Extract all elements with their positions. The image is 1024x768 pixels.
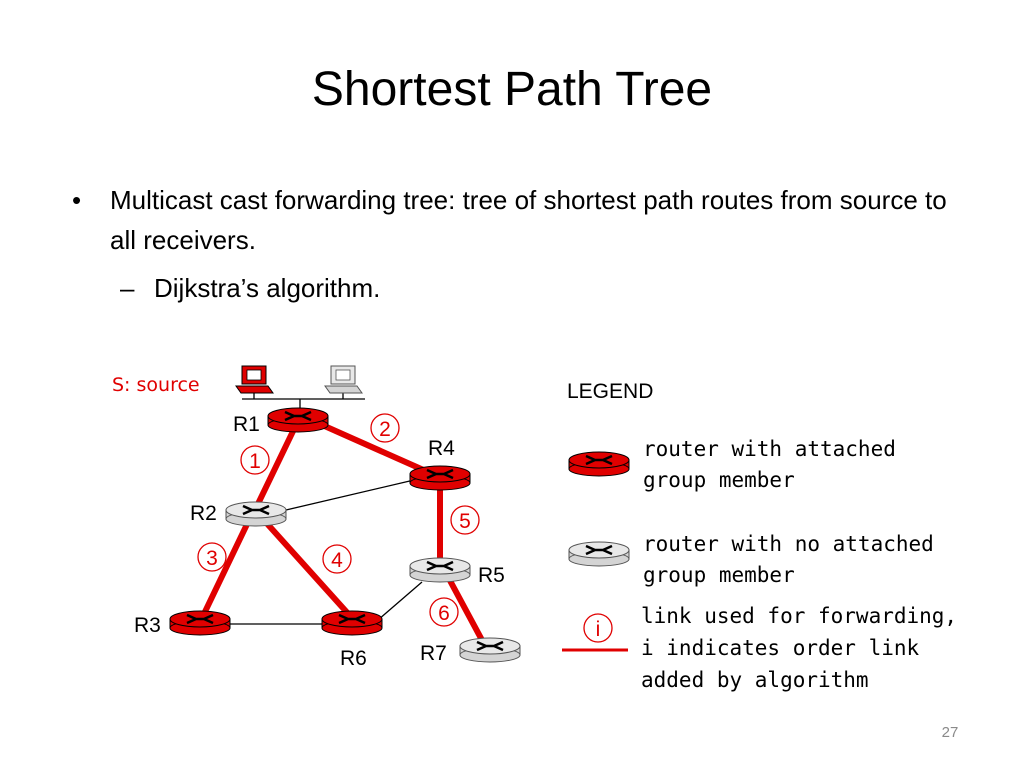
order-badge: 3 — [197, 542, 227, 572]
router-r7 — [458, 636, 522, 664]
order-number: 6 — [438, 602, 450, 625]
router-label-r6: R6 — [340, 647, 367, 670]
legend-text: router with no attached — [643, 532, 934, 556]
bullet-item: • Multicast cast forwarding tree: tree o… — [72, 180, 972, 260]
router-r6 — [320, 609, 384, 637]
forwarding-link-r2-r3 — [199, 516, 253, 620]
order-number: 4 — [331, 549, 343, 572]
legend-link-badge: i — [583, 613, 613, 643]
router-label-r2: R2 — [190, 502, 217, 525]
legend-router-member-icon — [567, 450, 631, 478]
link-r2-r4 — [285, 479, 415, 511]
computer-icon — [324, 365, 363, 394]
legend-text: group member — [643, 468, 795, 492]
forwarding-link-r1-r2 — [253, 423, 299, 510]
forwarding-link-r2-r6 — [259, 515, 355, 621]
router-r3 — [168, 609, 232, 637]
order-number: 5 — [459, 510, 471, 533]
legend-text: group member — [643, 563, 795, 587]
order-badge: 1 — [240, 445, 270, 475]
router-r2 — [224, 500, 288, 528]
bullet-dot: • — [72, 185, 82, 215]
legend-title: LEGEND — [567, 380, 653, 403]
legend-router-nomember-icon — [567, 540, 631, 568]
slide-title: Shortest Path Tree — [311, 63, 713, 116]
sub-bullet-dash: – — [120, 273, 135, 303]
sub-bullet-text: Dijkstra’s algorithm. — [154, 273, 381, 303]
router-label-r7: R7 — [420, 642, 447, 665]
router-r5 — [408, 556, 472, 584]
order-number: 3 — [206, 547, 218, 570]
bullet-list: • Multicast cast forwarding tree: tree o… — [72, 180, 972, 308]
router-label-r5: R5 — [478, 564, 505, 587]
order-number: 1 — [249, 450, 261, 473]
page-number: 27 — [941, 724, 959, 741]
legend-text: router with attached — [643, 437, 896, 461]
forwarding-link-r1-r4 — [318, 421, 430, 475]
router-r1 — [266, 406, 330, 434]
source-label: S: source — [112, 374, 200, 396]
order-badge: 5 — [450, 505, 480, 535]
order-badge: 2 — [370, 413, 400, 443]
order-badge: 4 — [322, 544, 352, 574]
legend-link-symbol: i — [596, 618, 601, 641]
order-number: 2 — [379, 418, 391, 441]
legend-text: i indicates order link — [641, 636, 920, 660]
router-label-r1: R1 — [233, 413, 260, 436]
legend-text: link used for forwarding, — [641, 604, 957, 628]
bullet-text: Multicast cast forwarding tree: tree of … — [110, 185, 947, 255]
sub-bullet-item: – Dijkstra’s algorithm. — [72, 268, 972, 308]
forwarding-link-r5-r7 — [444, 573, 486, 644]
source-computer-icon — [235, 365, 274, 394]
link-r6-r5 — [377, 581, 423, 621]
legend-text: added by algorithm — [641, 668, 869, 692]
router-label-r3: R3 — [134, 614, 161, 637]
order-badge: 6 — [429, 597, 459, 627]
router-r4 — [408, 464, 472, 492]
router-label-r4: R4 — [428, 437, 455, 460]
